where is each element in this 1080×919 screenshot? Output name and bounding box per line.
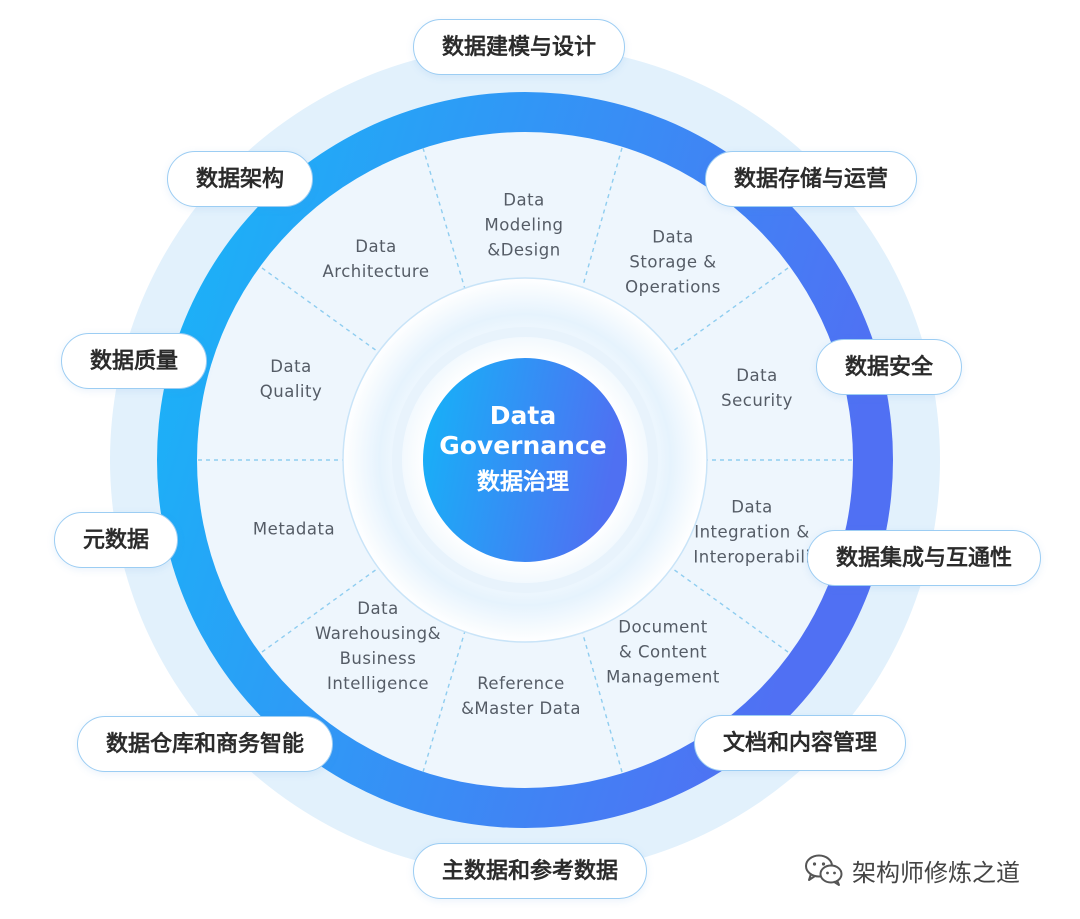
segment-label-line: Operations [625, 277, 721, 297]
segment-label-line: Data [270, 357, 312, 376]
segment-data-integration: Data Integration & Interoperabili [693, 495, 810, 570]
segment-label-line: Data [355, 237, 397, 256]
segment-label-line: Data [503, 190, 545, 210]
segment-label-line: Security [721, 391, 793, 410]
center-title-zh: 数据治理 [477, 469, 569, 495]
segment-label-line: &Design [487, 240, 561, 260]
segment-data-modeling-design: Data Modeling &Design [484, 188, 563, 263]
segment-data-warehousing-bi: Data Warehousing& Business Intelligence [315, 596, 441, 696]
segment-label-line: Reference [477, 674, 565, 693]
segment-label-line: Storage & [629, 252, 717, 272]
segment-label-line: Data [357, 599, 399, 618]
center-disc [423, 358, 627, 562]
segment-data-quality: Data Quality [260, 354, 322, 404]
segment-label-line: Integration & [694, 522, 810, 542]
segment-document-content: Document & Content Management [606, 615, 720, 690]
segment-reference-master-data: Reference &Master Data [461, 671, 581, 721]
wechat-icon [805, 854, 843, 886]
segment-label-line: Architecture [322, 262, 430, 281]
segment-data-storage-operations: Data Storage & Operations [625, 225, 721, 300]
center-title-en-line1: Data [489, 401, 557, 430]
segment-data-architecture: Data Architecture [322, 234, 429, 284]
pill-data-architecture: 数据架构 [167, 151, 314, 207]
segment-label-line: Interoperabili [693, 547, 811, 567]
segment-label-line: & Content [618, 642, 708, 662]
pill-data-security: 数据安全 [816, 339, 963, 395]
segment-metadata: Metadata [253, 517, 335, 542]
watermark: 架构师修炼之道 [804, 848, 1020, 892]
segment-label-line: Document [618, 617, 708, 637]
segment-label-line: Metadata [252, 519, 336, 539]
segment-label-line: Management [606, 667, 720, 687]
segment-label-line: Warehousing& [315, 624, 441, 643]
pill-document-content: 文档和内容管理 [694, 715, 907, 771]
pill-metadata: 元数据 [54, 512, 179, 568]
segment-label-line: &Master Data [461, 699, 581, 718]
pill-reference-master-data: 主数据和参考数据 [413, 843, 648, 899]
segment-label-line: Modeling [484, 215, 564, 235]
center-title-en-line2: Governance [439, 431, 607, 460]
segment-label-line: Business [339, 649, 417, 668]
segment-label-line: Data [652, 227, 694, 247]
watermark-text: 架构师修炼之道 [852, 858, 1020, 887]
pill-data-storage-operations: 数据存储与运营 [705, 151, 918, 207]
pill-data-integration: 数据集成与互通性 [807, 530, 1042, 586]
inner-glow-ring [392, 327, 658, 593]
pill-data-modeling-design: 数据建模与设计 [413, 19, 626, 75]
segment-data-security: Data Security [721, 363, 793, 413]
pill-data-quality: 数据质量 [61, 333, 208, 389]
pill-data-warehousing-bi: 数据仓库和商务智能 [77, 716, 334, 772]
segment-label-line: Intelligence [326, 674, 429, 693]
segment-label-line: Data [731, 497, 773, 517]
segment-label-line: Data [736, 366, 778, 385]
segment-label-line: Quality [259, 382, 323, 401]
center-title: Data Governance 数据治理 [423, 401, 623, 499]
